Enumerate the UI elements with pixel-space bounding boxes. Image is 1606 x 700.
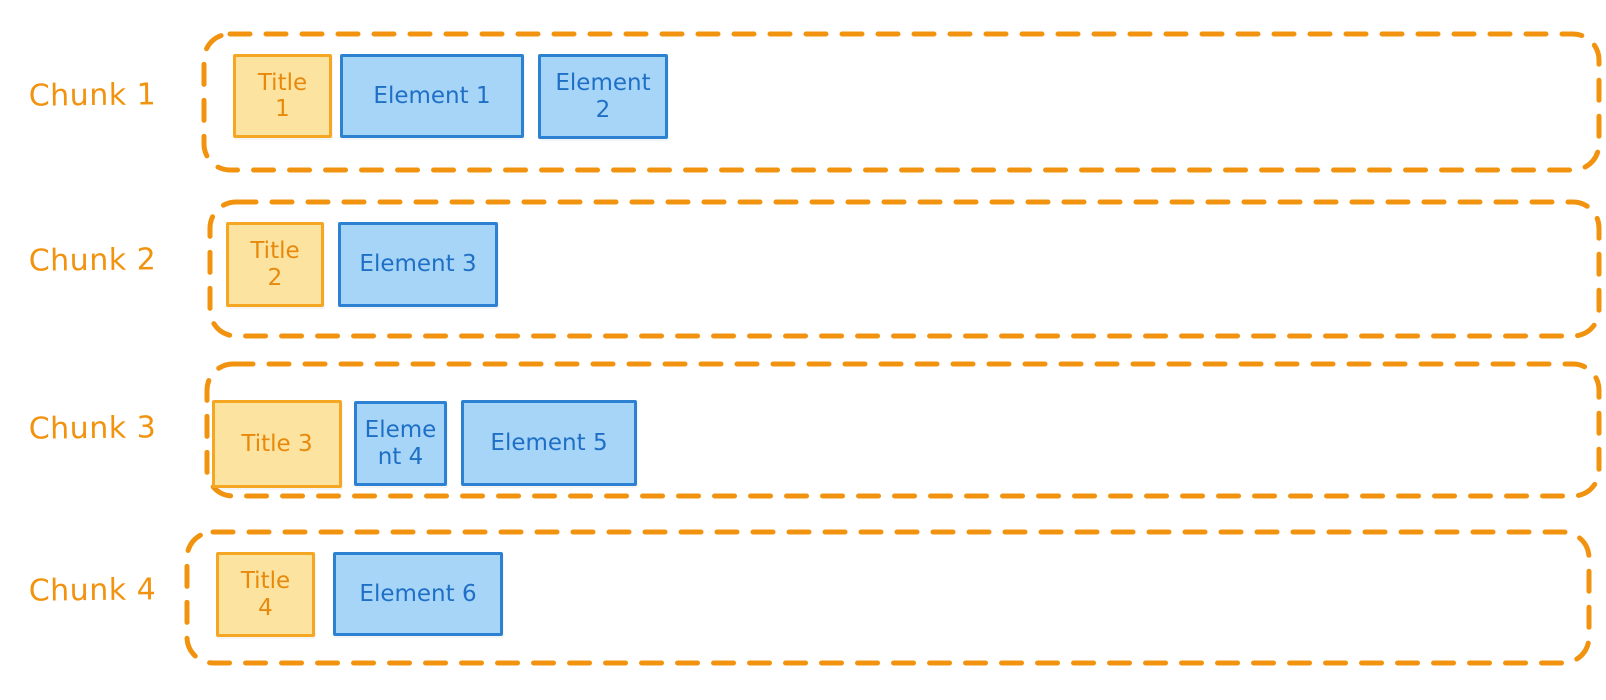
title-box-label: Title 2 [250, 238, 300, 291]
element-box-label: Eleme nt 4 [364, 417, 437, 470]
element-box-label: Element 3 [359, 251, 477, 278]
chunk-label: Chunk 4 [28, 572, 157, 609]
title-box[interactable]: Title 1 [233, 54, 332, 138]
element-box-label: Element 2 [555, 70, 651, 123]
element-box[interactable]: Element 2 [538, 54, 668, 139]
element-box[interactable]: Element 6 [333, 552, 503, 636]
title-box[interactable]: Title 3 [212, 400, 342, 488]
element-box-label: Element 5 [490, 429, 608, 456]
element-box[interactable]: Element 1 [340, 54, 524, 138]
title-box[interactable]: Title 4 [216, 552, 315, 637]
title-box-label: Title 1 [257, 69, 308, 122]
element-box[interactable]: Element 5 [461, 400, 637, 486]
chunk-label: Chunk 3 [28, 410, 157, 447]
chunk-container [206, 198, 1603, 340]
chunk-label: Chunk 2 [28, 242, 157, 279]
chunk-container [200, 30, 1603, 174]
chunk-dashed-border [204, 361, 1602, 499]
title-box[interactable]: Title 2 [226, 222, 324, 307]
title-box-label: Title 4 [240, 568, 291, 621]
chunk-dashed-border [201, 31, 1602, 173]
chunk-dashed-border [207, 199, 1602, 339]
chunk-container [203, 360, 1603, 500]
element-box-label: Element 6 [359, 580, 477, 607]
element-box-label: Element 1 [373, 82, 491, 109]
chunk-label: Chunk 1 [28, 77, 157, 114]
element-box[interactable]: Element 3 [338, 222, 498, 307]
element-box[interactable]: Eleme nt 4 [354, 401, 447, 486]
title-box-label: Title 3 [241, 430, 313, 457]
